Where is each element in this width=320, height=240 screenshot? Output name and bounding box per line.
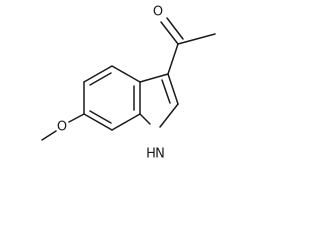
chemical-structure: O O H N xyxy=(41,5,216,162)
methoxy-oxygen-label: O xyxy=(57,120,67,135)
bond-c6-c7 xyxy=(83,113,113,131)
benzene-ring xyxy=(83,65,141,131)
bond-c4-c5 xyxy=(83,65,113,83)
double-bond-inner-c3-c2 xyxy=(161,79,171,104)
double-bond-inner-c4-c5 xyxy=(89,72,112,86)
bond-c3a-c4 xyxy=(111,65,141,83)
nh-hydrogen-label: H xyxy=(146,147,156,162)
bond-c3a-c3 xyxy=(139,73,169,83)
bond-c2-n1 xyxy=(159,103,179,128)
bond-c3-carbonyl xyxy=(167,43,179,75)
bond-carbonyl-oxygen-b xyxy=(166,17,184,40)
methoxy-group xyxy=(41,113,85,141)
pyrrole-ring xyxy=(139,73,179,128)
bond-carbonyl-oxygen-a xyxy=(160,21,179,45)
carbonyl-oxygen-label: O xyxy=(153,5,163,20)
nh-nitrogen-label: N xyxy=(155,147,165,162)
bond-c7-c7a xyxy=(111,113,141,131)
bond-oxygen-methyl xyxy=(41,130,57,141)
bond-n1-c7a xyxy=(139,113,151,125)
bond-c6-oxygen xyxy=(68,113,85,123)
bond-carbonyl-methyl xyxy=(177,33,216,45)
acetyl-group xyxy=(160,17,216,75)
bond-c3-c2 xyxy=(167,73,179,105)
double-bond-inner-c6-c7 xyxy=(89,110,112,124)
